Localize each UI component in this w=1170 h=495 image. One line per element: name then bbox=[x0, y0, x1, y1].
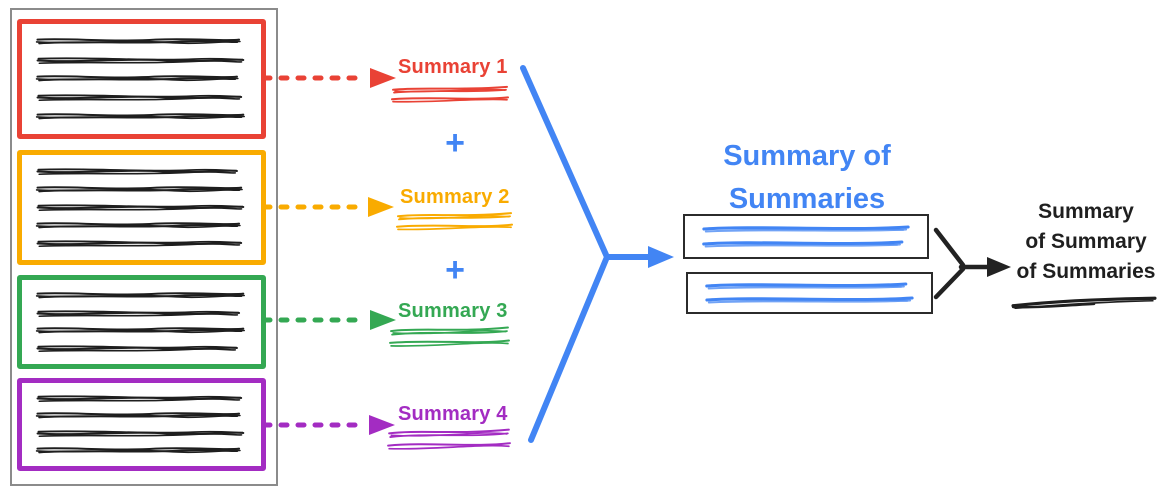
handwritten-text-line bbox=[34, 410, 243, 421]
blue-text-line bbox=[699, 238, 907, 250]
handwritten-text-line bbox=[34, 166, 240, 177]
final-label-line-2: of Summary bbox=[1025, 230, 1147, 253]
summary-3-label: Summary 3 bbox=[398, 300, 508, 322]
final-label-line-1: Summary bbox=[1038, 200, 1134, 223]
document-box-4 bbox=[17, 378, 266, 471]
summary-2-scribble bbox=[395, 212, 514, 231]
blue-text-line bbox=[702, 294, 917, 306]
summary-of-summaries-box-1 bbox=[683, 214, 929, 259]
handwritten-text-line bbox=[34, 343, 240, 354]
handwritten-text-line bbox=[34, 325, 247, 336]
source-document-stack bbox=[10, 8, 278, 486]
handwritten-text-line bbox=[34, 220, 243, 231]
final-label-line-3: of Summaries bbox=[1016, 260, 1156, 283]
handwritten-text-line bbox=[34, 92, 245, 103]
summary-1-scribble bbox=[391, 85, 509, 103]
document-box-1 bbox=[17, 19, 266, 139]
summary-1-label: Summary 1 bbox=[398, 56, 508, 78]
handwritten-text-line bbox=[34, 308, 243, 319]
title-line-1: Summary of bbox=[723, 140, 891, 172]
handwritten-text-line bbox=[34, 393, 245, 404]
plus-operator: + bbox=[445, 124, 465, 162]
handwritten-text-line bbox=[34, 111, 247, 122]
title-line-2: Summaries bbox=[728, 183, 886, 215]
handwritten-text-line bbox=[34, 290, 247, 301]
summary-of-summaries-title: Summary of Summaries bbox=[692, 135, 922, 221]
merge-arrow-blue-icon bbox=[520, 65, 674, 443]
handwritten-text-line bbox=[34, 73, 240, 84]
blue-text-line bbox=[699, 223, 913, 235]
summary-3-scribble bbox=[388, 326, 511, 348]
plus-operator: + bbox=[445, 251, 465, 289]
document-box-3 bbox=[17, 275, 266, 369]
summary-of-summary-of-summaries-label: Summary of Summary of Summaries bbox=[1008, 197, 1164, 287]
handwritten-text-line bbox=[34, 202, 247, 213]
handwritten-text-line bbox=[34, 238, 245, 249]
handwritten-text-line bbox=[34, 184, 245, 195]
dashed-arrow-red-icon bbox=[261, 68, 396, 88]
dashed-arrow-orange-icon bbox=[261, 197, 394, 217]
blue-text-line bbox=[702, 280, 911, 292]
dashed-arrow-green-icon bbox=[261, 310, 396, 330]
summary-4-scribble bbox=[386, 428, 512, 451]
handwritten-text-line bbox=[34, 445, 243, 456]
summary-2-label: Summary 2 bbox=[400, 186, 510, 208]
summary-4-label: Summary 4 bbox=[398, 403, 508, 425]
merge-arrow-black-icon bbox=[933, 227, 1011, 300]
dashed-arrow-purple-icon bbox=[261, 415, 395, 435]
handwritten-text-line bbox=[34, 428, 247, 439]
handwritten-text-line bbox=[34, 36, 243, 47]
summary-of-summaries-box-2 bbox=[686, 272, 933, 314]
handwritten-text-line bbox=[34, 55, 247, 66]
final-summary-scribble bbox=[1011, 296, 1157, 311]
document-box-2 bbox=[17, 150, 266, 265]
